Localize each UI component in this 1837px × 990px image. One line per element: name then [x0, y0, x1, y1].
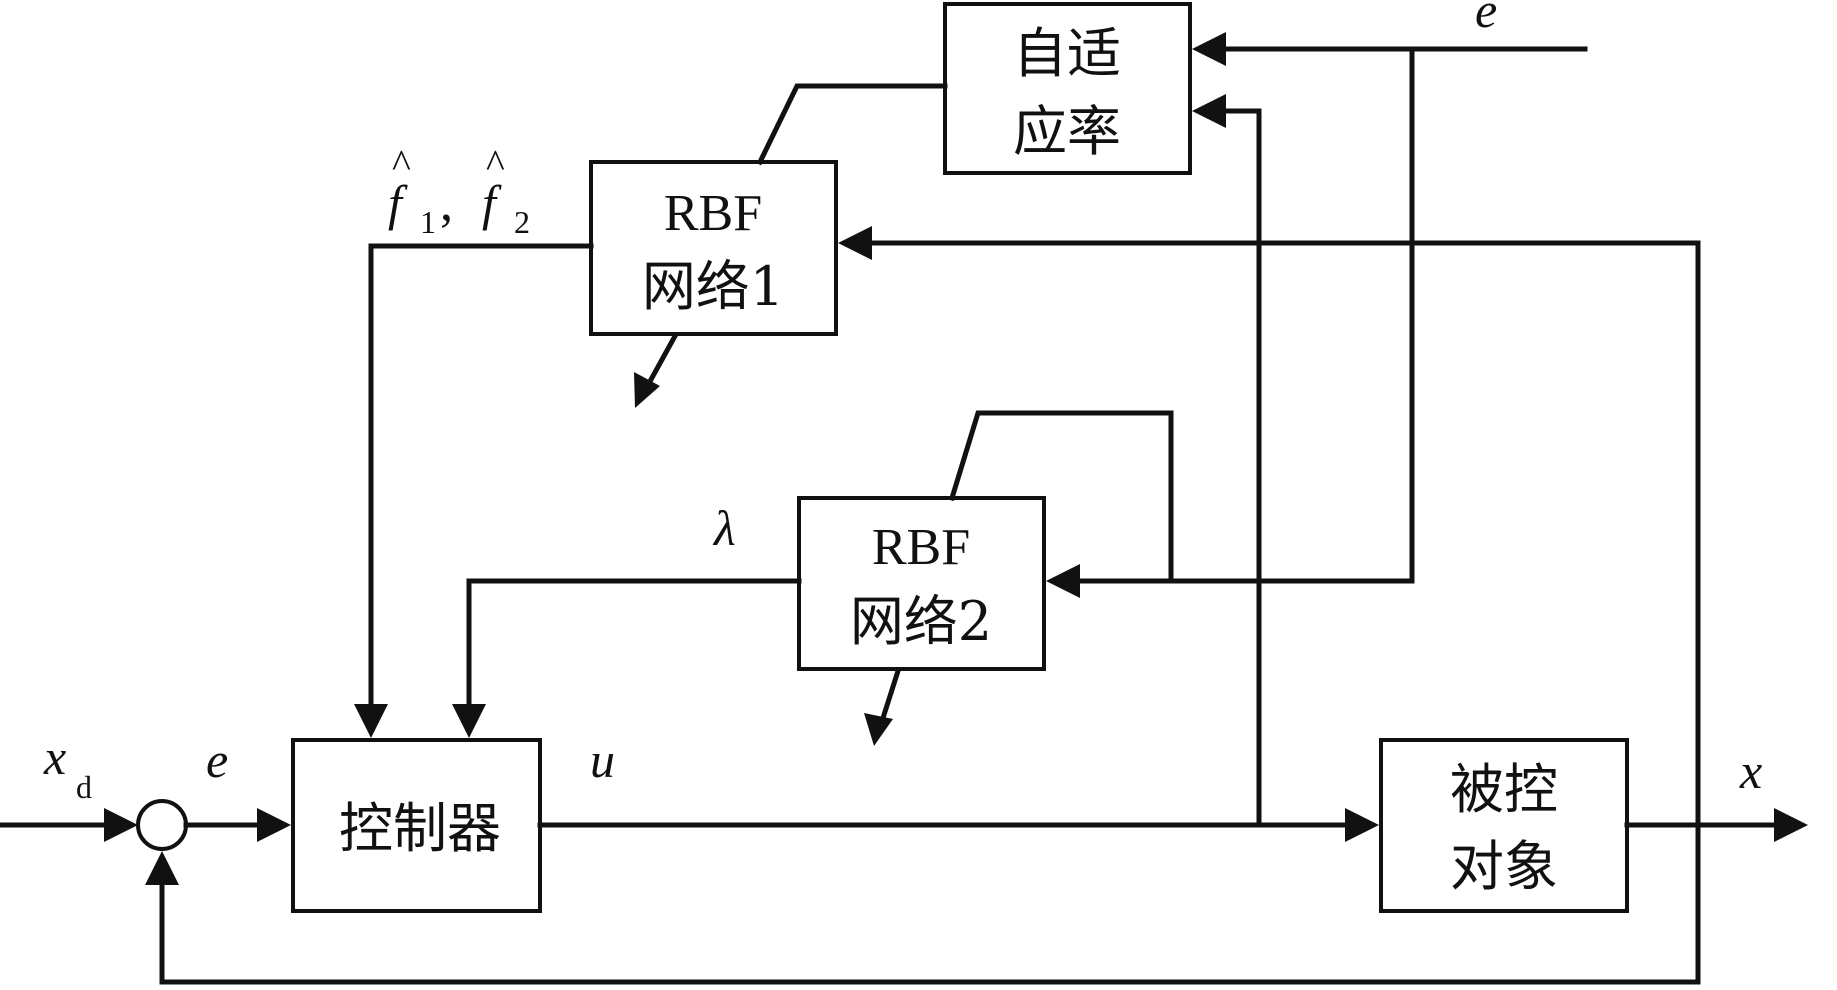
adaptive-law-block: 自适 应率: [943, 2, 1192, 175]
rbf2-label-line2: 网络2: [850, 590, 992, 653]
rbf1-tuning-arrow-shaft: [644, 332, 679, 389]
arrow-into-sum: [104, 808, 138, 842]
arrow-into-rbf1: [838, 226, 872, 260]
wire-e-to-rbf2: [1063, 46, 1415, 584]
label-lambda: λ: [712, 500, 736, 556]
rbf1-label-line2: 网络1: [642, 255, 784, 318]
label-error-top: e: [1475, 0, 1497, 38]
label-xd: x d: [43, 729, 92, 805]
summing-junction: [136, 799, 188, 851]
rbf2-tuning-arrow-head: [864, 713, 893, 746]
plant-label-line2: 对象: [1450, 835, 1558, 898]
rbf2-label-line1: RBF: [872, 519, 970, 576]
f1-subscript: 1: [420, 204, 436, 240]
arrow-e-into-adaptive-law: [1192, 32, 1226, 66]
rbf2-tuning-arrow-shaft: [879, 667, 902, 722]
rbf1-label-line1: RBF: [664, 185, 762, 242]
label-xd-subscript: d: [76, 769, 92, 805]
arrow-output: [1774, 808, 1808, 842]
adaptive-law-label-line2: 应率: [1013, 100, 1121, 163]
arrow-into-rbf2: [1046, 564, 1080, 598]
f1-hat: ^: [392, 141, 411, 186]
plant-label-line1: 被控: [1450, 758, 1558, 821]
label-error: e: [206, 732, 228, 788]
label-f-estimates: ^ f 1 , ^ f 2: [388, 141, 530, 240]
adaptive-law-label-line1: 自适: [1013, 22, 1121, 85]
f2-hat: ^: [486, 141, 505, 186]
rbf-network-1-block: RBF 网络1: [589, 160, 838, 336]
f2-subscript: 2: [514, 204, 530, 240]
label-xd-main: x: [43, 729, 66, 785]
wire-lambda: [466, 578, 802, 719]
rbf1-tuning-arrow-head: [634, 372, 660, 408]
wire-adaptive-law-to-rbf1: [756, 83, 948, 166]
rbf-network-2-block: RBF 网络2: [797, 496, 1046, 671]
wire-feedback: [159, 240, 1701, 985]
controller-block: 控制器: [291, 738, 542, 913]
arrow-into-controller: [257, 808, 291, 842]
arrow-f-into-controller: [354, 704, 388, 738]
arrow-lambda-into-controller: [452, 704, 486, 738]
arrow-u-into-adaptive-law: [1192, 94, 1226, 128]
label-control-u: u: [590, 732, 615, 788]
controller-label: 控制器: [339, 797, 501, 860]
label-output-x: x: [1739, 743, 1762, 799]
plant-block: 被控 对象: [1379, 738, 1629, 913]
arrow-into-plant: [1345, 808, 1379, 842]
arrow-feedback-into-sum: [145, 851, 179, 885]
f-separator: ,: [440, 175, 453, 232]
wire-u-to-adaptive-law: [1209, 108, 1262, 828]
wire-rbf2-adaptation-loop: [948, 410, 1174, 584]
wire-f-estimates: [368, 243, 594, 719]
